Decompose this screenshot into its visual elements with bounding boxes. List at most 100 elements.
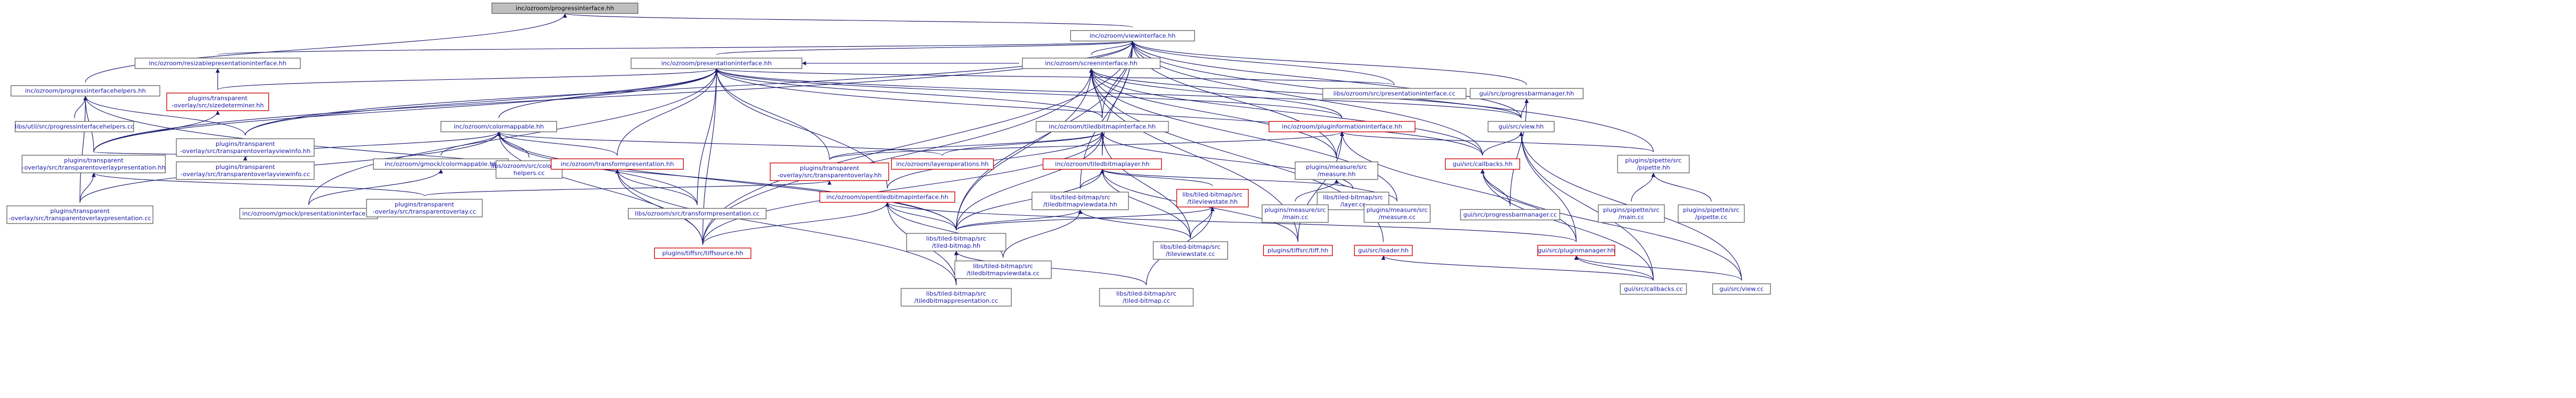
file-node-label: /tileviewstate.hh bbox=[1187, 198, 1238, 205]
file-node[interactable]: libs/tiled-bitmap/src/tiled-bitmap.hh bbox=[906, 233, 1006, 252]
file-node-label: inc/ozroom/pluginformationinterface.hh bbox=[1282, 123, 1402, 130]
file-node-box bbox=[10, 85, 160, 97]
file-node-box bbox=[6, 205, 154, 224]
file-node[interactable]: plugins/transparent-overlay/src/transpar… bbox=[176, 161, 315, 180]
file-node[interactable]: plugins/measure/src/measure.cc bbox=[1364, 204, 1431, 223]
include-edge bbox=[702, 202, 890, 245]
file-node[interactable]: gui/src/view.hh bbox=[1488, 121, 1555, 133]
file-node-label: gui/src/view.hh bbox=[1499, 123, 1544, 130]
file-node-label: /tiledbitmappresentation.cc bbox=[914, 297, 998, 304]
file-node-box bbox=[1042, 158, 1162, 170]
file-node[interactable]: libs/ozroom/src/presentationinterface.cc bbox=[1322, 88, 1467, 100]
file-node-box bbox=[21, 155, 166, 173]
file-node[interactable]: libs/util/src/progressinterfacehelpers.c… bbox=[15, 121, 134, 133]
include-edge bbox=[714, 68, 1483, 156]
include-edge bbox=[714, 68, 1103, 118]
include-edge bbox=[617, 68, 719, 156]
file-node-label: /main.cc bbox=[1619, 214, 1645, 221]
file-node[interactable]: plugins/measure/src/measure.hh bbox=[1295, 161, 1378, 180]
include-edge bbox=[74, 96, 88, 118]
include-edge bbox=[1100, 168, 1213, 187]
file-node-box bbox=[134, 57, 301, 69]
file-node-label: gui/src/callbacks.hh bbox=[1453, 161, 1513, 168]
file-node[interactable]: libs/tiled-bitmap/src/tiled-bitmap.cc bbox=[1099, 288, 1194, 307]
file-node[interactable]: gui/src/view.cc bbox=[1712, 283, 1771, 295]
file-node[interactable]: libs/ozroom/src/transformpresentation.cc bbox=[628, 208, 767, 220]
file-node-label: libs/tiled-bitmap/src bbox=[973, 263, 1033, 270]
include-edge bbox=[1480, 169, 1654, 281]
file-node[interactable]: libs/tiled-bitmap/src/tileviewstate.cc bbox=[1152, 241, 1228, 260]
file-node[interactable]: plugins/measure/src/main.cc bbox=[1262, 204, 1329, 223]
file-node-label: inc/ozroom/progressinterface.hh bbox=[516, 5, 614, 12]
file-node[interactable]: inc/ozroom/colormappable.hh bbox=[440, 121, 557, 133]
include-edge bbox=[1297, 132, 1344, 242]
file-node[interactable]: inc/ozroom/gmock/presentationinterface.h… bbox=[239, 208, 378, 220]
file-node-label: inc/ozroom/colormappable.hh bbox=[454, 123, 544, 130]
file-node[interactable]: libs/tiled-bitmap/src/tileviewstate.hh bbox=[1176, 189, 1249, 208]
file-node[interactable]: inc/ozroom/screeninterface.hh bbox=[1022, 57, 1161, 69]
file-node[interactable]: inc/ozroom/viewinterface.hh bbox=[1070, 30, 1195, 42]
file-node[interactable]: inc/ozroom/transformpresentation.hh bbox=[551, 158, 684, 170]
file-node-label: libs/util/src/progressinterfacehelpers.c… bbox=[15, 123, 134, 130]
file-node[interactable]: plugins/tiffsrc/tiffsource.hh bbox=[654, 247, 752, 259]
file-node[interactable]: plugins/tiffsrc/tiff.hh bbox=[1263, 244, 1333, 257]
file-node-label: plugins/transparent bbox=[395, 201, 454, 208]
file-node-label: /layer.cc bbox=[1340, 201, 1366, 208]
file-node[interactable]: libs/tiled-bitmap/src/tiledbitmappresent… bbox=[901, 288, 1012, 307]
file-node[interactable]: inc/ozroom/presentationinterface.hh bbox=[630, 57, 802, 69]
file-node-label: -overlay/src/transparentoverlaypresentat… bbox=[9, 215, 152, 222]
file-node[interactable]: plugins/pipette/src/main.cc bbox=[1598, 204, 1665, 223]
include-edge bbox=[956, 68, 1093, 231]
include-edge bbox=[1089, 68, 1343, 118]
file-node[interactable]: plugins/pipette/src/pipette.hh bbox=[1617, 155, 1690, 173]
file-node[interactable]: inc/ozroom/pluginformationinterface.hh bbox=[1268, 121, 1416, 133]
file-node[interactable]: gui/src/progressbarmanager.cc bbox=[1460, 209, 1560, 221]
include-edge bbox=[887, 132, 1104, 189]
include-edge bbox=[1381, 255, 1654, 281]
file-node[interactable]: inc/ozroom/opentiledbitmapinterface.hh bbox=[819, 191, 956, 203]
file-node-label: inc/ozroom/presentationinterface.hh bbox=[661, 60, 772, 67]
file-node-label: /tiled-bitmap.hh bbox=[932, 242, 980, 249]
include-edge bbox=[702, 41, 1135, 245]
include-edge bbox=[615, 169, 957, 286]
include-edge bbox=[714, 68, 1395, 86]
file-node[interactable]: inc/ozroom/progressinterfacehelpers.hh bbox=[10, 85, 160, 97]
file-node[interactable]: inc/ozroom/gmock/colormappable.hh bbox=[373, 158, 509, 170]
file-node-label: libs/tiled-bitmap/src bbox=[1160, 243, 1220, 250]
file-node-box bbox=[1070, 30, 1195, 42]
file-node-label: -overlay/src/transparentoverlay.hh bbox=[777, 172, 882, 179]
file-node[interactable]: gui/src/progressbarmanager.hh bbox=[1469, 88, 1584, 100]
file-node-label: gui/src/progressbarmanager.cc bbox=[1463, 211, 1557, 219]
file-node[interactable]: libs/tiled-bitmap/src/tiledbitmapviewdat… bbox=[1031, 192, 1129, 210]
file-node-box bbox=[1620, 283, 1687, 295]
file-node[interactable]: inc/ozroom/tiledbitmaplayer.hh bbox=[1042, 158, 1162, 170]
file-node-box bbox=[1099, 288, 1194, 307]
file-node[interactable]: libs/tiled-bitmap/src/tiledbitmapviewdat… bbox=[954, 260, 1052, 279]
file-node[interactable]: gui/src/callbacks.cc bbox=[1620, 283, 1687, 295]
include-edge bbox=[1651, 172, 1712, 202]
file-node[interactable]: plugins/transparent-overlay/src/transpar… bbox=[176, 138, 315, 157]
file-node[interactable]: plugins/transparent-overlay/src/transpar… bbox=[6, 205, 154, 224]
include-edge bbox=[1089, 68, 1398, 202]
file-node[interactable]: plugins/transparent-overlay/src/transpar… bbox=[366, 199, 483, 217]
file-node[interactable]: plugins/transparent-overlay/src/transpar… bbox=[21, 155, 166, 173]
file-node-box bbox=[1176, 189, 1249, 208]
file-node[interactable]: inc/ozroom/tiledbitmapinterface.hh bbox=[1036, 121, 1169, 133]
file-node[interactable]: gui/src/callbacks.hh bbox=[1445, 158, 1521, 170]
file-node-label: plugins/pipette/src bbox=[1683, 206, 1739, 214]
file-node-label: inc/ozroom/layeroperations.hh bbox=[896, 161, 989, 168]
file-node-label: inc/ozroom/opentiledbitmapinterface.hh bbox=[826, 194, 948, 201]
file-node-label: libs/tiled-bitmap/src bbox=[1323, 194, 1383, 201]
file-node[interactable]: plugins/transparent-overlay/src/sizedete… bbox=[166, 92, 270, 111]
file-node[interactable]: libs/tiled-bitmap/src/layer.cc bbox=[1317, 192, 1389, 210]
include-edge bbox=[440, 132, 501, 156]
file-node[interactable]: inc/ozroom/layeroperations.hh bbox=[891, 158, 994, 170]
file-node[interactable]: gui/src/loader.hh bbox=[1354, 244, 1413, 257]
include-edge bbox=[497, 132, 943, 156]
file-node[interactable]: plugins/transparent-overlay/src/transpar… bbox=[769, 162, 890, 181]
file-node[interactable]: plugins/pipette/src/pipette.cc bbox=[1678, 204, 1745, 223]
file-node[interactable]: gui/src/pluginmanager.hh bbox=[1537, 244, 1615, 257]
file-node-label: /tiledbitmapviewdata.hh bbox=[1043, 201, 1117, 208]
file-node-label: inc/ozroom/viewinterface.hh bbox=[1090, 32, 1176, 40]
file-node[interactable]: inc/ozroom/resizablepresentationinterfac… bbox=[134, 57, 301, 69]
